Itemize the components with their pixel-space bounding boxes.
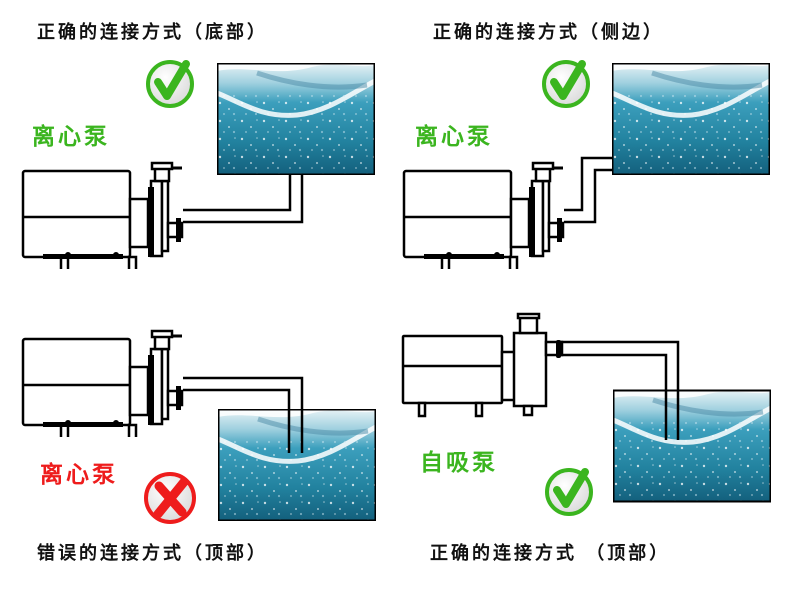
caption-bottom-left: 错误的连接方式（顶部） [37,543,268,564]
check-icon [545,468,593,516]
check-icon [146,60,194,108]
centrifugal-pump [21,161,184,269]
pump-label-top-left: 离心泵 [32,124,110,150]
pump-label-bottom-right: 自吸泵 [420,450,498,476]
pipe-outer [564,156,612,212]
pump-label-top-right: 离心泵 [415,124,493,150]
caption-bottom-right: 正确的连接方式 （顶部） [430,543,671,564]
centrifugal-pump [402,161,565,269]
check-icon [542,60,590,108]
pipe-outer [560,340,680,440]
pipe-clamp [556,340,561,358]
panel-bottom-right [401,312,771,516]
panel-top-left [21,60,375,269]
pipe-inner [183,388,291,453]
pipe-inner [560,353,668,440]
centrifugal-pump [21,329,184,437]
water-tank [613,390,771,502]
panel-top-right [402,60,770,269]
pipe-outer [183,376,304,453]
water-tank [218,409,376,521]
water-tank [612,63,770,175]
pipe-outer [183,175,292,212]
pipe-inner [564,168,612,224]
caption-top-right: 正确的连接方式（侧边） [433,22,664,43]
self-priming-pump [401,312,564,418]
cross-icon [144,472,196,524]
water-tank [217,63,375,175]
pump-label-bottom-left: 离心泵 [40,462,118,488]
caption-top-left: 正确的连接方式（底部） [37,22,268,43]
panel-bottom-left [21,329,376,524]
pipe-inner [183,175,304,224]
